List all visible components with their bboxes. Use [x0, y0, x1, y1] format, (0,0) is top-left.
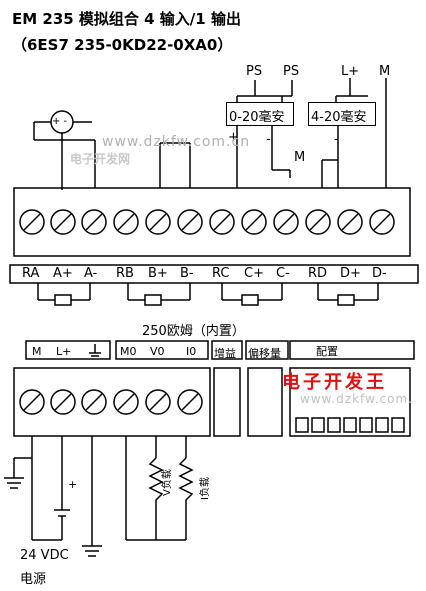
i-load-label: I负载 [200, 477, 211, 500]
watermark-url: www.dzkfw.com.cn [102, 134, 251, 150]
ammeter-symbol: + - [52, 116, 68, 127]
input-label-c-minusplus: C+ [244, 266, 264, 281]
upper-terminal-screws [19, 209, 395, 235]
input-label-b-minus: B- [180, 266, 194, 281]
m-label-top: M [379, 64, 391, 79]
input-label-ra: RA [22, 266, 40, 281]
lower-terminal-screws [19, 389, 203, 415]
label-i0: I0 [186, 345, 197, 358]
label-m: M [32, 345, 42, 358]
input-label-b-minusplus: B+ [148, 266, 168, 281]
module-part-number: （6ES7 235-0KD22-0XA0） [12, 36, 233, 54]
range-label-0-20ma: 0-20毫安 [229, 110, 285, 125]
resistor-note: 250欧姆（内置） [142, 324, 245, 339]
input-label-a-minusplus: A+ [53, 266, 73, 281]
watermark-cn: 电子开发网 [70, 152, 131, 166]
label-lplus: L+ [56, 345, 72, 358]
label-m0: M0 [120, 345, 137, 358]
supply-voltage: 24 VDC [20, 548, 69, 563]
input-label-d-minus: D- [372, 266, 387, 281]
m-label-mid: M [294, 150, 306, 165]
label-offset: 偏移量 [248, 347, 281, 360]
ps-label-1: PS [246, 64, 263, 79]
input-label-a-minus: A- [84, 266, 98, 281]
input-label-d-minusplus: D+ [340, 266, 361, 281]
range-label-4-20ma: 4-20毫安 [311, 110, 367, 125]
v-load-label: V负载 [162, 469, 173, 496]
input-label-rb: RB [116, 266, 134, 281]
range-box-0-20ma: 0-20毫安 [226, 102, 294, 126]
supply-name: 电源 [20, 572, 47, 587]
input-label-c-minus: C- [276, 266, 290, 281]
plus-label-top: + [228, 130, 239, 145]
range-box-4-20ma: 4-20毫安 [308, 102, 376, 126]
module-title: EM 235 模拟组合 4 输入/1 输出 [12, 10, 241, 28]
minus-label-2: - [334, 132, 339, 147]
minus-label-1: - [266, 132, 271, 147]
watermark-logo: 电子开发王 [282, 372, 387, 393]
input-label-strip: RA A+ A- RB B+ B- RC C+ C- RD D+ D- [10, 266, 418, 283]
label-gain: 增益 [214, 347, 236, 360]
input-label-rd: RD [308, 266, 328, 281]
label-config: 配置 [316, 345, 338, 358]
input-label-rc: RC [212, 266, 230, 281]
lplus-label-top: L+ [341, 64, 360, 79]
watermark-url-2: www.dzkfw.com. [300, 392, 414, 406]
label-v0: V0 [150, 345, 165, 358]
supply-plus: + [68, 478, 78, 491]
ps-label-2: PS [283, 64, 300, 79]
